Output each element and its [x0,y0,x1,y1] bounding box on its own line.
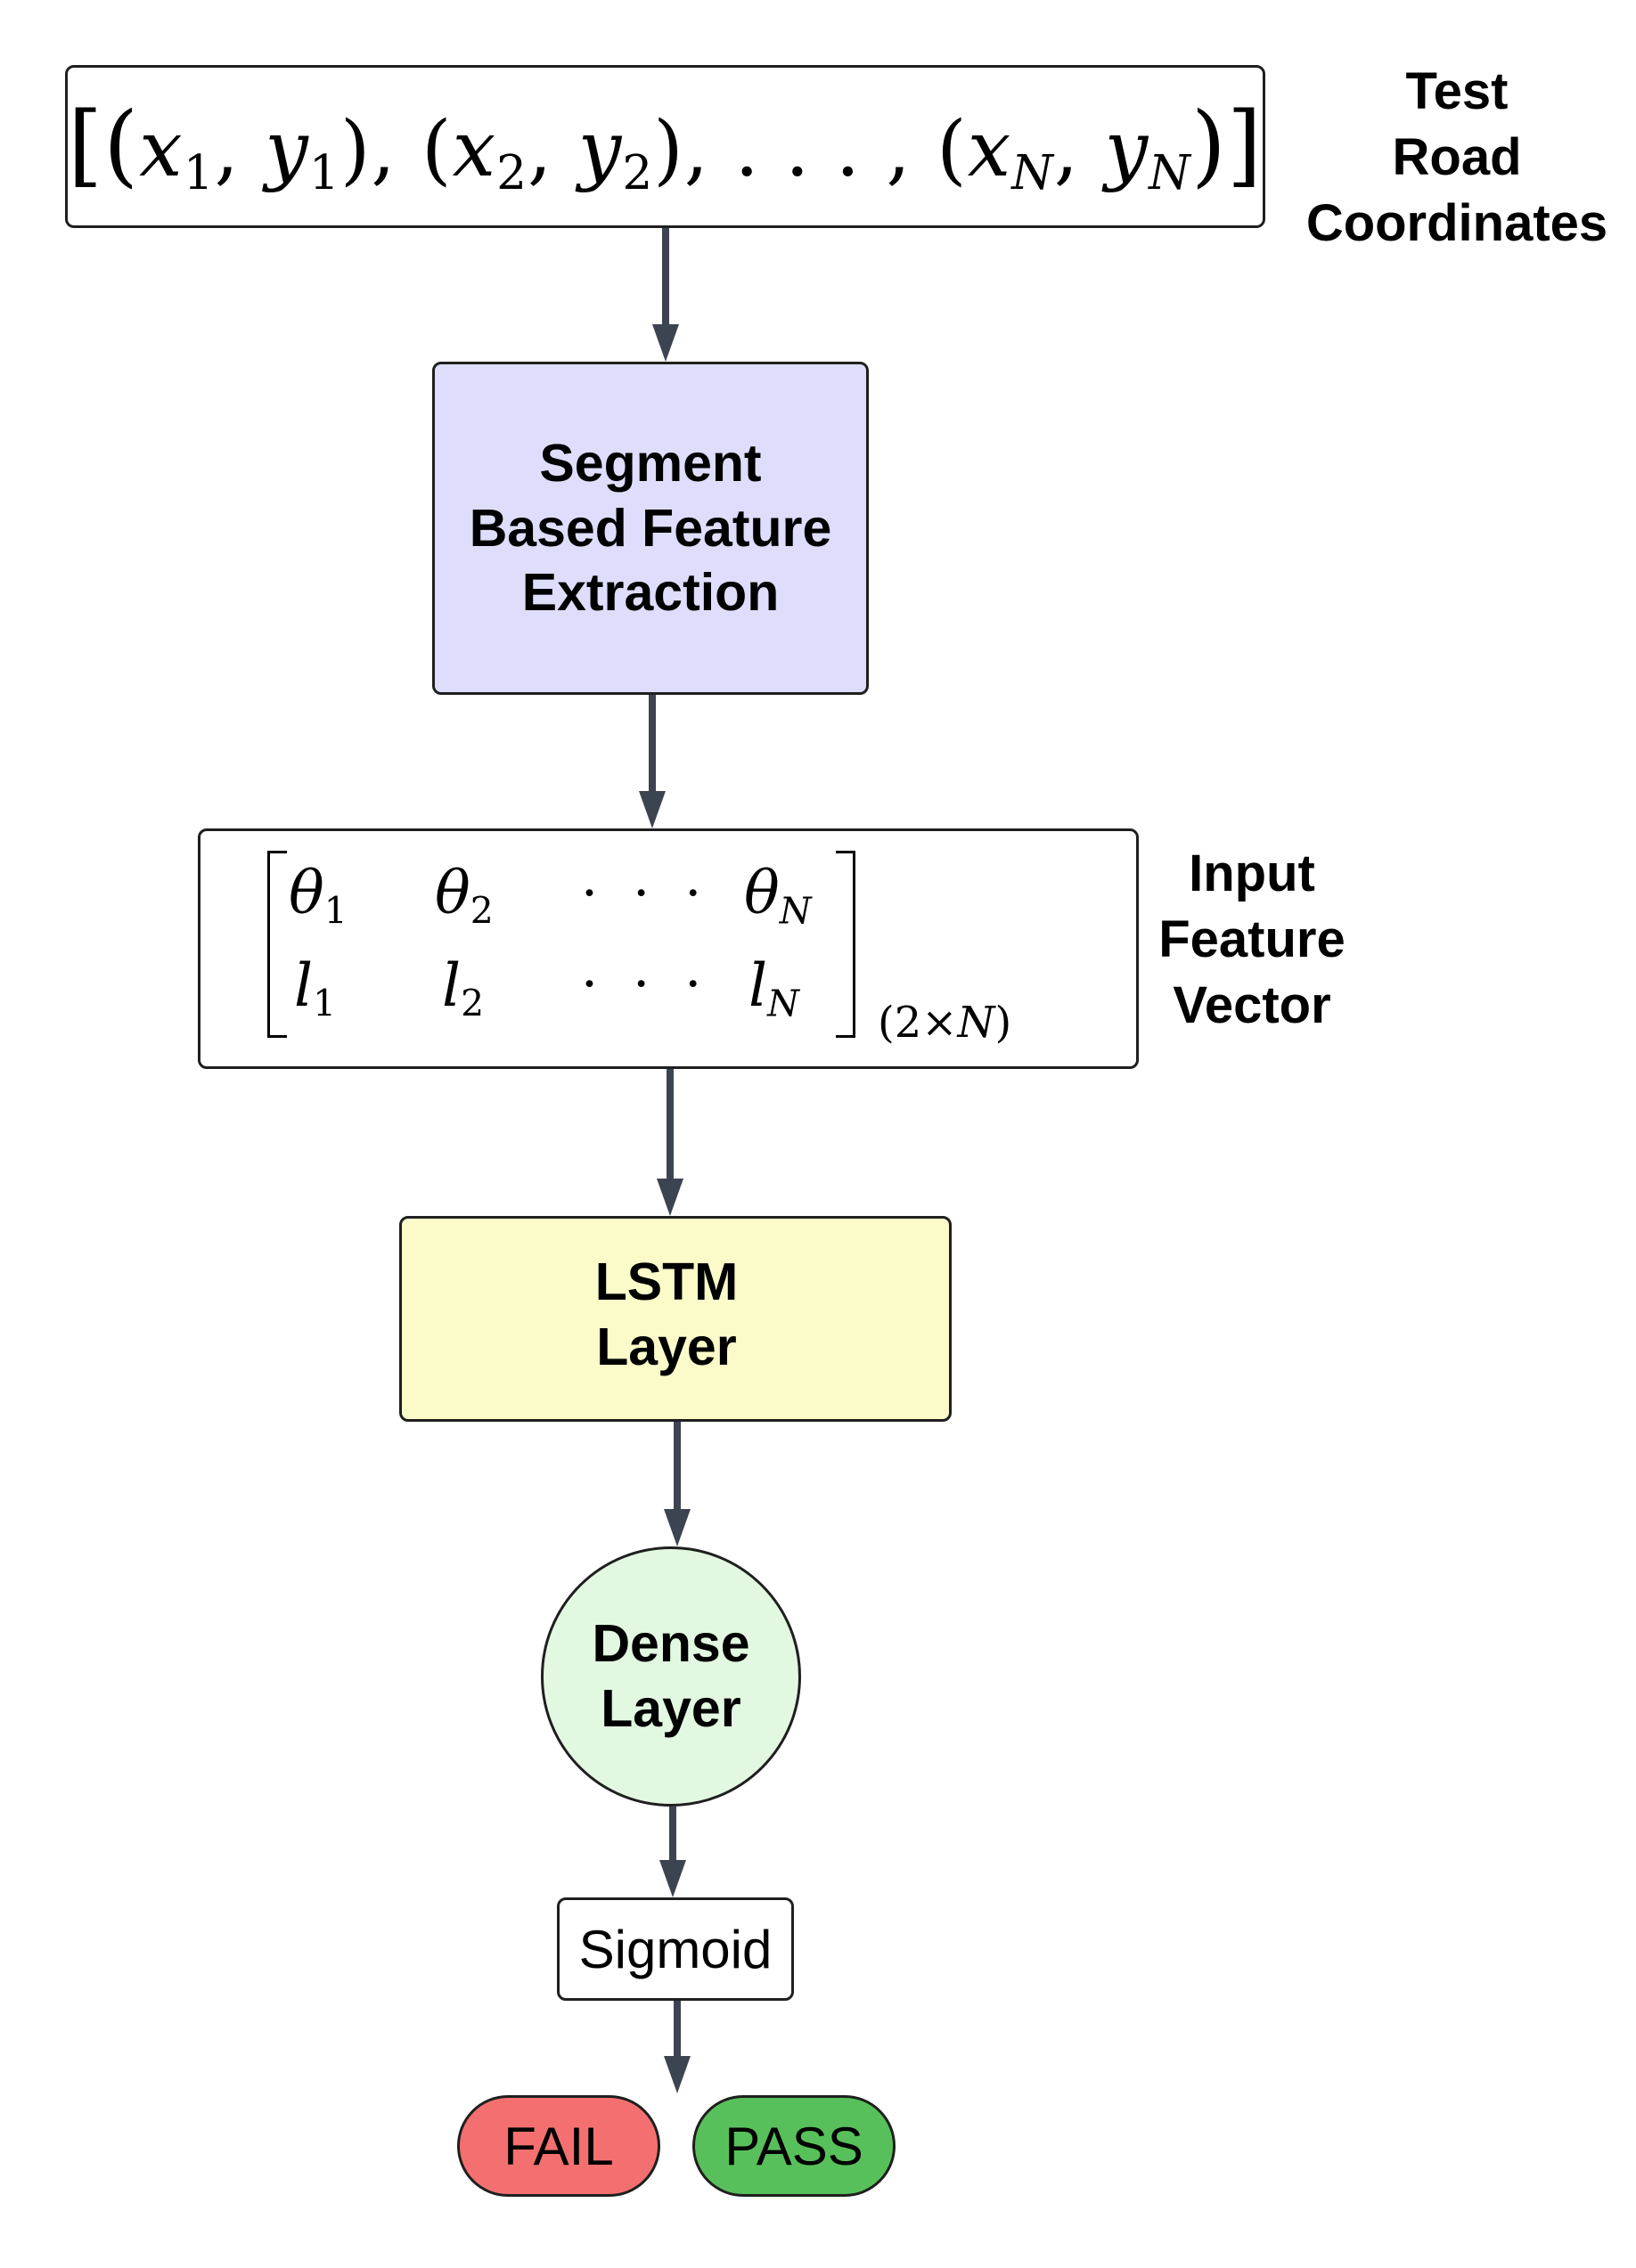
arrowhead-coords-to-segment [652,324,679,362]
feature-vector-node [198,828,1139,1069]
arrowhead-sigmoid-to-output [664,2056,691,2093]
arrowhead-dense-to-sigmoid [659,1860,686,1897]
dense-label-line-2: Layer [601,1679,741,1738]
coordinates-label-line-2: Road [1392,128,1522,186]
matrix-right-bracket [836,851,855,1038]
matrix-dots-row-2: · · · [581,953,711,1016]
feature-label-line-3: Vector [1173,976,1331,1034]
pass-label: PASS [724,2116,863,2176]
lstm-layer-node: LSTM Layer [399,1216,952,1422]
matrix-theta-n: θN [744,859,812,933]
coordinates-node: [(x1, y1), (x2, y2), . . . , (xN, yN)] [65,65,1265,228]
arrowhead-segment-to-vector [639,791,666,828]
segment-label-line-3: Extraction [521,563,780,623]
segment-label-line-1: Segment [539,434,762,494]
arrowhead-lstm-to-dense [664,1509,691,1546]
fail-output-node: FAIL [457,2095,660,2197]
feature-matrix: θ1 θ2 · · · θN l1 l2 · · · lN [267,851,855,1038]
dense-label-line-1: Dense [592,1614,750,1674]
coordinates-label-line-1: Test [1405,62,1509,120]
sigmoid-node: Sigmoid [557,1897,794,2001]
segment-feature-extraction-node: Segment Based Feature Extraction [432,362,869,695]
matrix-l-2: l2 [442,951,485,1025]
dense-layer-node: Dense Layer [541,1546,801,1807]
feature-vector-label: Input Feature Vector [1132,841,1372,1039]
pass-output-node: PASS [692,2095,896,2197]
fail-label: FAIL [503,2116,614,2176]
lstm-label-line-1: LSTM [594,1252,739,1311]
matrix-theta-2: θ2 [435,859,494,933]
feature-label-line-2: Feature [1158,910,1346,968]
matrix-left-bracket [267,851,287,1038]
matrix-l-n: lN [748,951,799,1025]
arrowhead-vector-to-lstm [657,1179,683,1216]
matrix-dimension: (2×N) [878,998,1012,1048]
coordinates-expression: [(x1, y1), (x2, y2), . . . , (xN, yN)] [68,93,1263,200]
segment-label-line-2: Based Feature [469,498,832,558]
matrix-l-1: l1 [294,951,337,1025]
matrix-theta-1: θ1 [289,859,348,933]
matrix-dots-row-1: · · · [581,862,711,925]
coordinates-label-line-3: Coordinates [1305,194,1608,252]
coordinates-label: Test Road Coordinates [1283,59,1631,257]
feature-label-line-1: Input [1189,844,1315,902]
lstm-label-line-2: Layer [596,1317,737,1376]
sigmoid-label: Sigmoid [578,1919,773,1979]
